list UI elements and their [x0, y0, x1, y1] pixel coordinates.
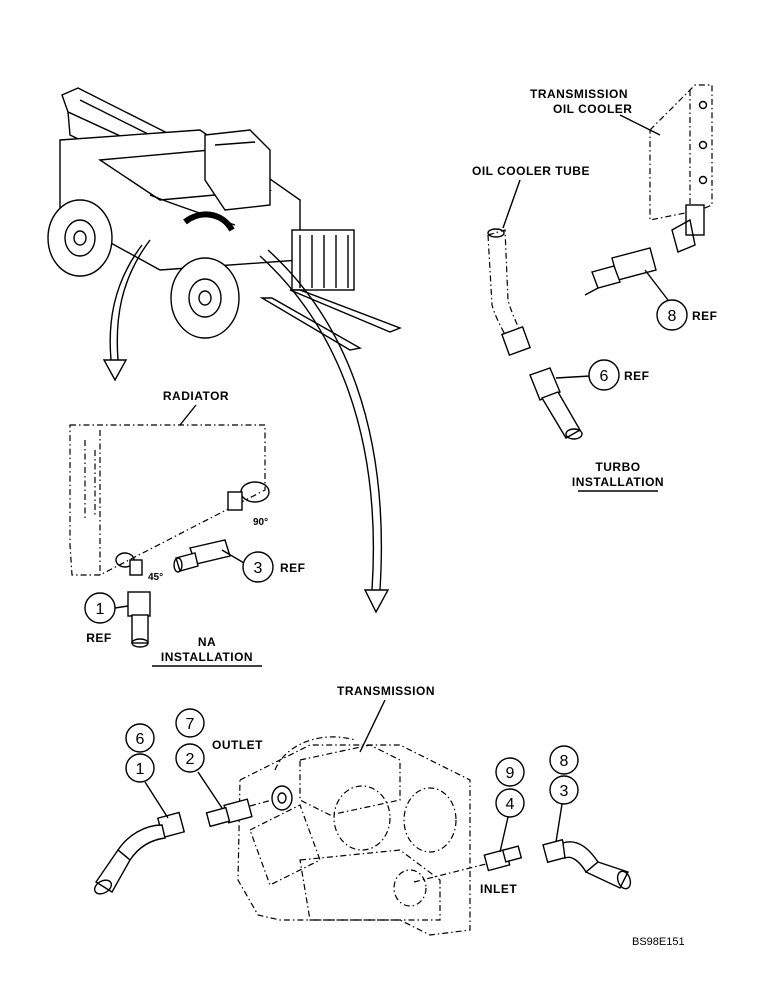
callout-6-ref	[588, 359, 620, 391]
callout-1-ref-number: 1	[96, 601, 105, 618]
transmission-assembly: TRANSMISSION OUTLET INLET	[93, 684, 632, 936]
transmission-oil-cooler-label-1: TRANSMISSION	[530, 87, 628, 101]
transmission-oil-cooler-label-2: OIL COOLER	[553, 102, 632, 116]
arrow-to-transmission	[259, 249, 390, 614]
callout-1-ref-text: REF	[86, 631, 112, 645]
na-installation: RADIATOR 90° 45° 3 REF 1	[69, 389, 306, 667]
callout-8-ref	[656, 299, 688, 331]
angle-45-label: 45°	[148, 572, 163, 583]
inlet-fitting	[483, 845, 523, 872]
turbo-installation-label-2: INSTALLATION	[572, 475, 664, 489]
callout-6	[125, 723, 155, 753]
inlet-label: INLET	[480, 882, 517, 896]
callout-6-ref-text: REF	[624, 369, 650, 383]
callout-4	[495, 788, 525, 818]
telehandler-illustration	[47, 87, 402, 351]
radiator-label: RADIATOR	[163, 389, 229, 403]
callout-8-ref-number: 8	[668, 308, 677, 325]
turbo-installation-label-1: TURBO	[595, 460, 640, 474]
callout-8-number: 8	[560, 753, 569, 770]
callout-3-ref-text: REF	[280, 561, 306, 575]
callout-3-ref-number: 3	[254, 560, 263, 577]
callout-3-number: 3	[560, 783, 569, 800]
outlet-label: OUTLET	[212, 738, 263, 752]
callout-7	[175, 708, 205, 738]
callout-3-ref	[242, 551, 274, 583]
na-fitting-3	[173, 539, 231, 573]
callout-8	[549, 745, 579, 775]
na-installation-label-1: NA	[198, 635, 216, 649]
arrow-to-na-installation	[102, 239, 151, 382]
outlet-fitting	[205, 798, 253, 828]
turbo-fitting-6	[529, 367, 583, 440]
inlet-hose	[542, 838, 632, 890]
document-code: BS98E151	[632, 936, 685, 948]
turbo-fitting-8	[584, 247, 657, 296]
oil-cooler-tube-label: OIL COOLER TUBE	[472, 164, 590, 178]
na-installation-label-2: INSTALLATION	[161, 650, 253, 664]
callout-8-ref-text: REF	[692, 309, 718, 323]
callout-6-number: 6	[136, 731, 145, 748]
callout-1-number: 1	[136, 761, 145, 778]
na-fitting-1	[127, 591, 151, 648]
callout-9	[495, 757, 525, 787]
callout-6-ref-number: 6	[600, 368, 609, 385]
callout-2-number: 2	[186, 751, 195, 768]
callout-9-number: 9	[506, 765, 515, 782]
turbo-installation: TRANSMISSION OIL COOLER 8 REF OIL COOLER…	[472, 84, 718, 492]
callout-2	[175, 743, 205, 773]
outlet-hose	[93, 811, 186, 895]
callout-3	[549, 775, 579, 805]
angle-90-label: 90°	[253, 517, 268, 528]
callout-4-number: 4	[506, 796, 515, 813]
transmission-label: TRANSMISSION	[337, 684, 435, 698]
callout-7-number: 7	[186, 716, 195, 733]
callout-1	[125, 753, 155, 783]
